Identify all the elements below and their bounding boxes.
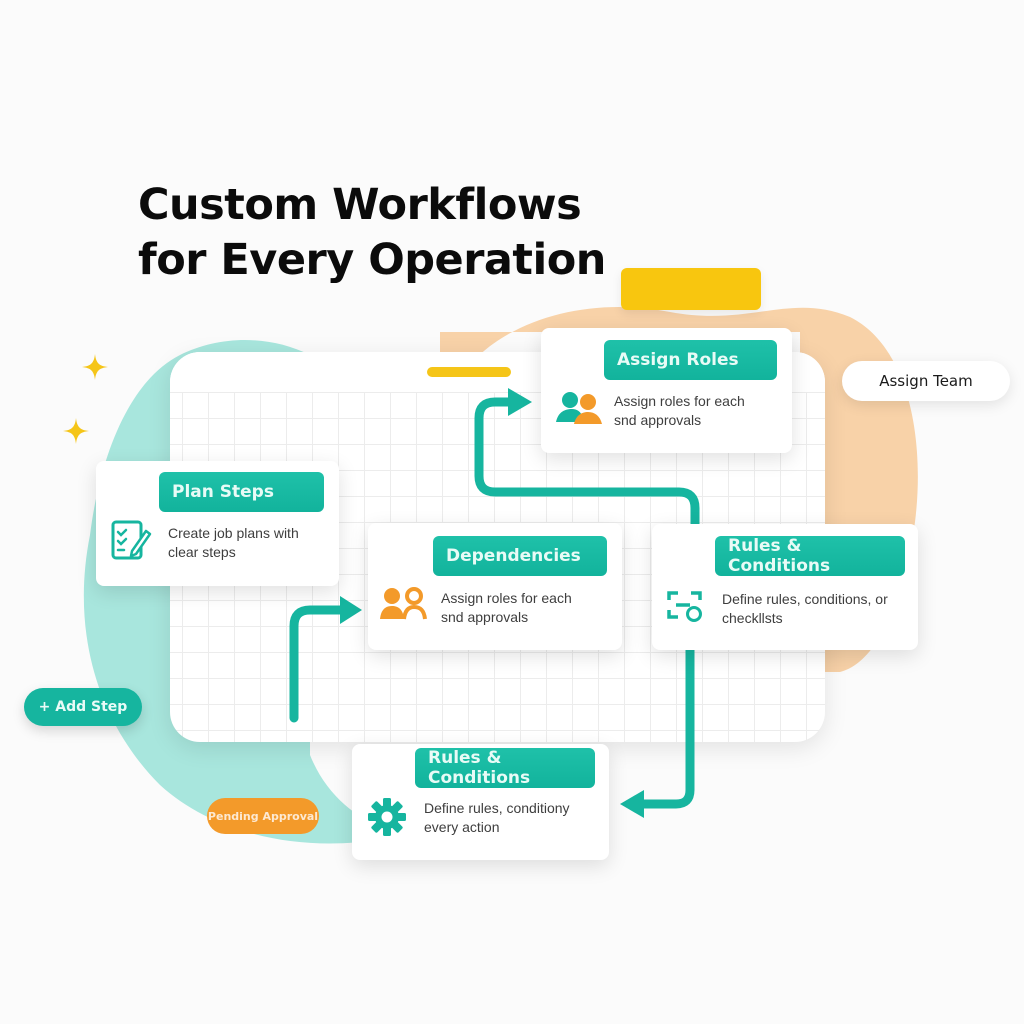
card-description: Define rules, conditiony every action xyxy=(424,800,570,835)
card-description: Assign roles for each snd approvals xyxy=(614,393,745,428)
card-header: Assign Roles xyxy=(604,340,777,380)
canvas-drag-handle[interactable] xyxy=(427,367,511,377)
title-line-1: Custom Workflows xyxy=(138,180,582,230)
yellow-highlight-block xyxy=(621,268,761,310)
card-description: Create job plans with clear steps xyxy=(168,525,299,560)
title-line-2: for Every Operation xyxy=(138,235,606,285)
assign-team-button[interactable]: Assign Team xyxy=(842,361,1010,401)
page-title: Custom Workflows for Every Operation xyxy=(138,178,606,288)
card-plan-steps[interactable]: Plan Steps Create job plans with clear s… xyxy=(96,461,339,586)
scan-refresh-icon xyxy=(667,591,702,622)
card-dependencies[interactable]: Dependencies Assign roles for each snd a… xyxy=(368,523,622,650)
sparkle-icon xyxy=(63,418,89,444)
card-rules-conditions-action[interactable]: Rules & Conditions Define rules, conditi… xyxy=(352,744,609,860)
sparkle-icon xyxy=(82,354,108,380)
card-header: Plan Steps xyxy=(159,472,324,512)
status-badge-pending-approval: Pending Approval xyxy=(207,798,319,834)
card-header: Rules & Conditions xyxy=(715,536,905,576)
people-icon xyxy=(380,587,427,620)
card-assign-roles[interactable]: Assign Roles Assign roles for each snd a… xyxy=(541,328,792,453)
people-icon xyxy=(556,392,602,424)
gear-icon xyxy=(368,798,406,836)
card-rules-conditions[interactable]: Rules & Conditions Define rules, conditi… xyxy=(652,524,918,650)
arrowhead-bottom-rules xyxy=(620,790,644,818)
add-step-button[interactable]: + Add Step xyxy=(24,688,142,726)
card-description: Define rules, conditions, or checkllsts xyxy=(722,591,888,626)
card-header: Rules & Conditions xyxy=(415,748,595,788)
card-description: Assign roles for each snd approvals xyxy=(441,590,572,625)
checklist-edit-icon xyxy=(111,520,152,560)
card-header: Dependencies xyxy=(433,536,607,576)
